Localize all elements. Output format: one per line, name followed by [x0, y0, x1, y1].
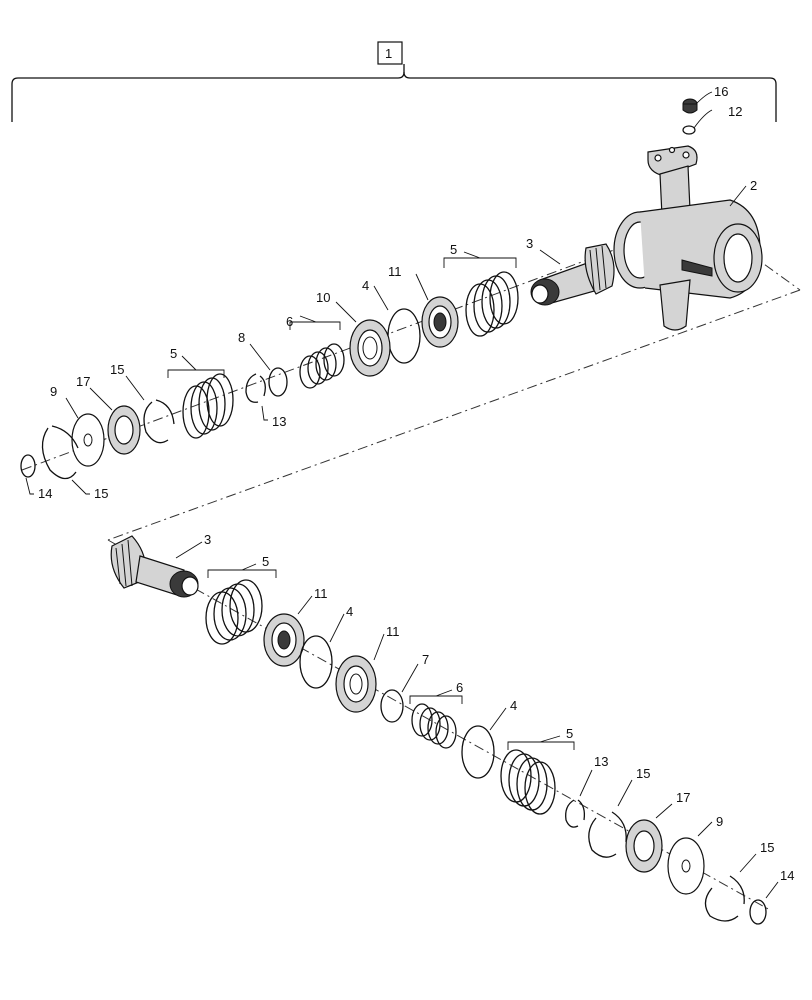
callout-6-top: 6	[286, 314, 293, 329]
callout-8: 8	[238, 330, 245, 345]
callout-13-bottom: 13	[594, 754, 608, 769]
bearing-11-top	[421, 296, 459, 348]
callout-11-bottom-b: 11	[386, 624, 400, 639]
plug-16	[682, 98, 698, 114]
ring-8	[268, 367, 288, 397]
cup-17-top	[107, 405, 141, 455]
bearing-11-bottom-a	[263, 613, 305, 667]
callout-16: 16	[714, 84, 728, 99]
callout-5-bottom-b: 5	[566, 726, 573, 741]
callout-17-bottom: 17	[676, 790, 690, 805]
callout-9-bottom: 9	[716, 814, 723, 829]
disc-9-top	[71, 413, 105, 467]
snap-ring-15-bottom-b	[704, 875, 745, 922]
snap-ring-14-bottom	[749, 899, 767, 925]
callout-5-top-a: 5	[450, 242, 457, 257]
pinion-shaft-bottom	[110, 535, 199, 598]
callout-11-top: 11	[388, 264, 402, 279]
bearing-10	[349, 319, 391, 377]
ring-4-top	[387, 308, 421, 364]
washer-12	[682, 125, 696, 135]
callout-4-top: 4	[362, 278, 369, 293]
callout-3-top: 3	[526, 236, 533, 251]
ring-4-bottom-b	[461, 725, 495, 779]
snap-ring-13-bottom	[565, 799, 586, 828]
callout-15-top-a: 15	[110, 362, 124, 377]
callout-13-top: 13	[272, 414, 286, 429]
housing-2	[613, 145, 763, 331]
spring-set-bottom-a	[205, 579, 263, 645]
ring-7	[380, 689, 404, 723]
snap-ring-15-bottom-a	[588, 811, 627, 858]
cup-17-bottom	[625, 819, 663, 873]
snap-ring-15-top-b	[41, 425, 79, 480]
callout-4-bottom-a: 4	[346, 604, 353, 619]
callout-7: 7	[422, 652, 429, 667]
callout-15-bottom-b: 15	[760, 840, 774, 855]
callout-5-top-b: 5	[170, 346, 177, 361]
callout-6-bottom: 6	[456, 680, 463, 695]
callout-3-bottom: 3	[204, 532, 211, 547]
shim-stack-6-bottom	[411, 703, 457, 749]
callout-15-bottom-a: 15	[636, 766, 650, 781]
ring-4-bottom-a	[299, 635, 333, 689]
callout-9-top: 9	[50, 384, 57, 399]
leader-lines	[25, 91, 779, 899]
callout-10: 10	[316, 290, 330, 305]
callout-11-bottom-a: 11	[314, 586, 328, 601]
callout-5-bottom-a: 5	[262, 554, 269, 569]
disc-9-bottom	[667, 837, 705, 895]
assembly-callout: 1	[11, 41, 777, 122]
callout-12: 12	[728, 104, 742, 119]
callout-17-top: 17	[76, 374, 90, 389]
callout-labels: 16 12 2 3 5 11 4 10 6 8 13 5 15 17 9 14 …	[38, 84, 794, 883]
pinion-shaft-top	[530, 243, 615, 306]
callout-14-top: 14	[38, 486, 52, 501]
shim-stack-6-top	[299, 343, 345, 389]
callout-2: 2	[750, 178, 757, 193]
callout-1: 1	[385, 46, 392, 61]
snap-ring-13-top	[245, 373, 266, 403]
snap-ring-14-top	[20, 454, 36, 478]
spring-set-top-b	[182, 373, 234, 439]
spring-set-bottom-b	[500, 749, 556, 815]
callout-15-top-b: 15	[94, 486, 108, 501]
callout-4-bottom-b: 4	[510, 698, 517, 713]
snap-ring-15-top-a	[143, 399, 175, 444]
spring-set-top-a	[465, 271, 519, 337]
bearing-11-bottom-b	[335, 655, 377, 713]
callout-14-bottom: 14	[780, 868, 794, 883]
